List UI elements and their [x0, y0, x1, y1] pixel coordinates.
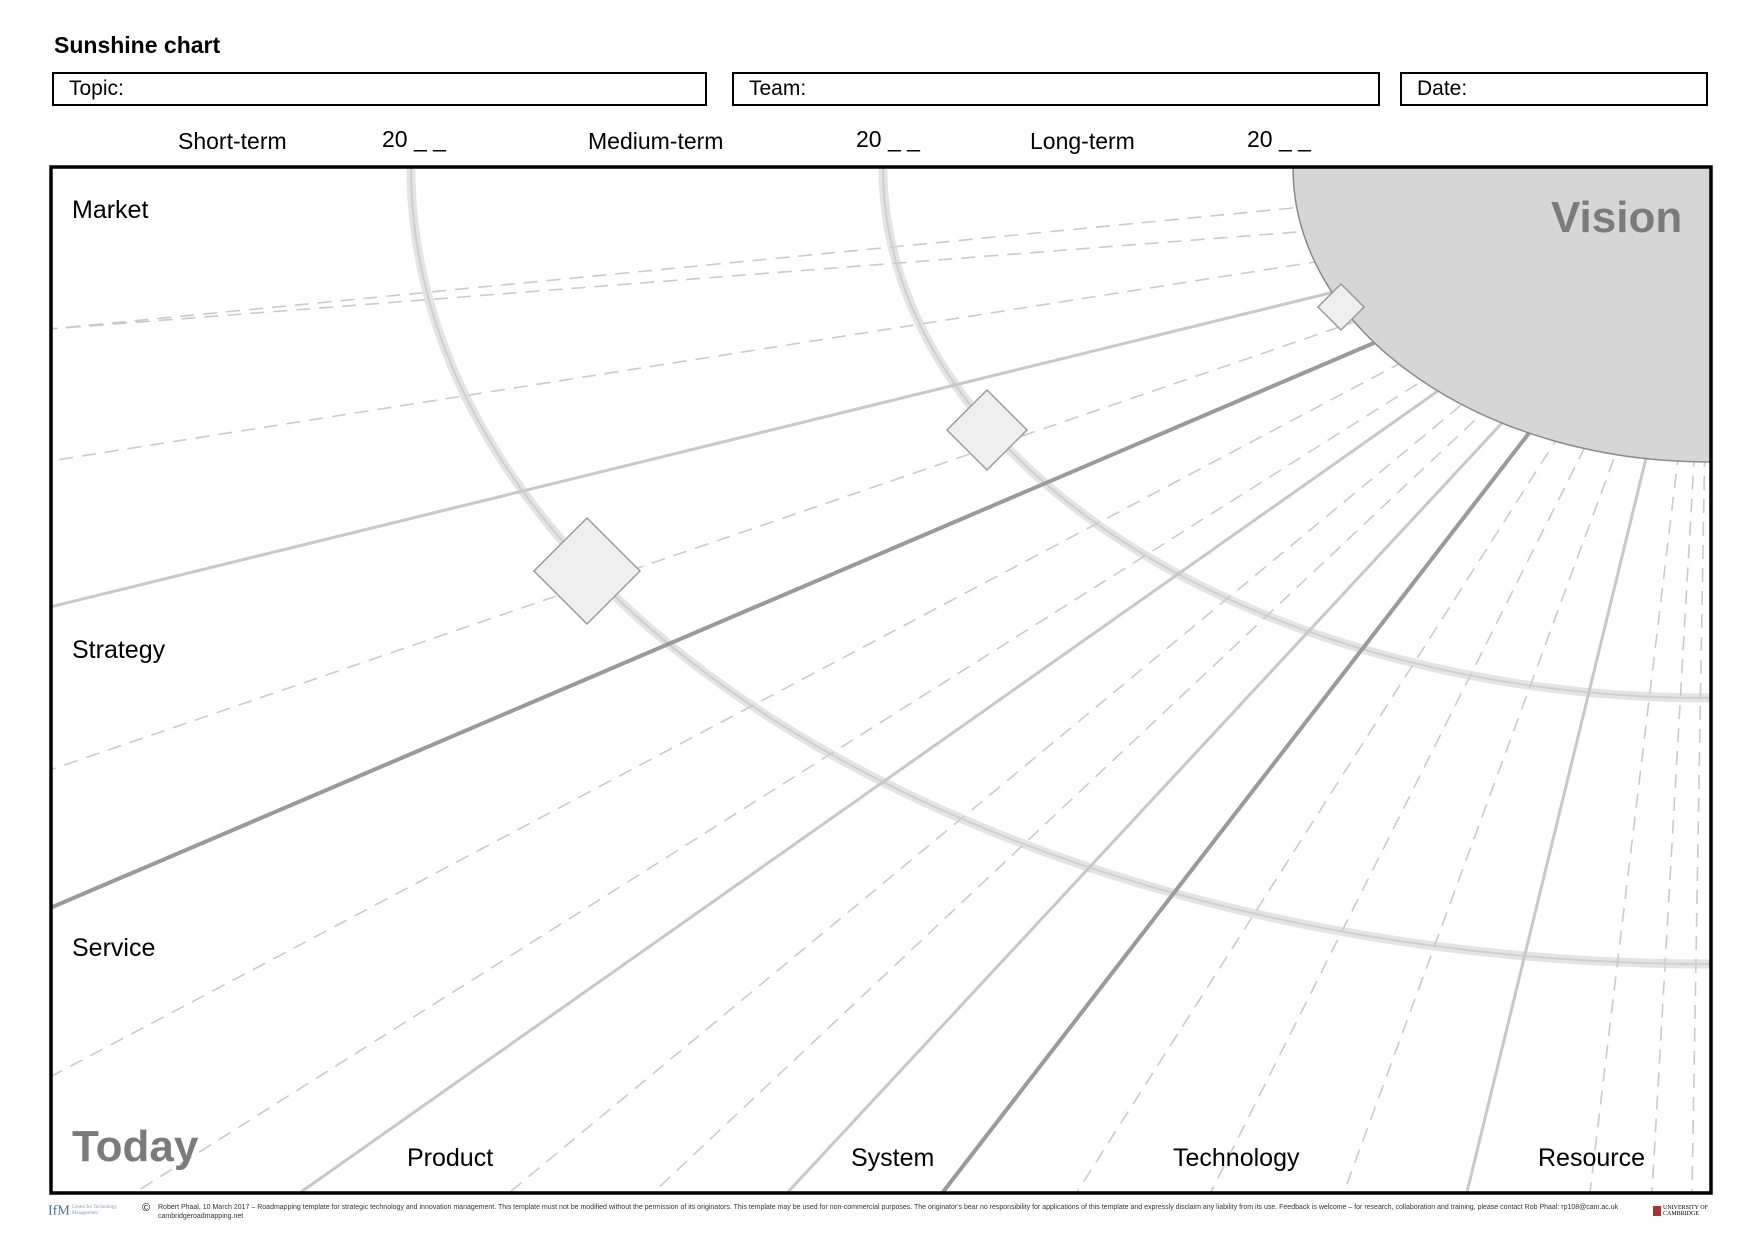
layer-system: System: [851, 1144, 935, 1172]
team-field[interactable]: Team:: [732, 72, 1380, 106]
short-term-arc: [406, 168, 1710, 969]
long-term-year[interactable]: 20 _ _: [1247, 126, 1311, 152]
dashed-ray: [52, 199, 1710, 771]
milestone-diamond: [945, 388, 1029, 472]
vision-area: [1292, 168, 1710, 463]
footer-text: Robert Phaal, 10 March 2017 – Roadmappin…: [158, 1204, 1619, 1220]
page-title: Sunshine chart: [54, 32, 221, 58]
medium-term-label: Medium-term: [588, 128, 724, 154]
short-term-label: Short-term: [178, 128, 287, 154]
topic-field[interactable]: Topic:: [52, 72, 707, 106]
vision-label: Vision: [1551, 193, 1683, 242]
date-field[interactable]: Date:: [1400, 72, 1708, 106]
long-term-label: Long-term: [1030, 128, 1135, 154]
short-term-year[interactable]: 20 _ _: [382, 126, 446, 152]
medium-term-arc-line: [882, 168, 1710, 699]
dashed-ray: [52, 207, 1294, 330]
medium-term-year[interactable]: 20 _ _: [856, 126, 920, 152]
layer-resource: Resource: [1538, 1144, 1645, 1172]
layer-strategy: Strategy: [72, 636, 166, 664]
milestone-diamond: [532, 516, 642, 626]
copyright-icon: ©: [142, 1202, 151, 1214]
layer-service: Service: [72, 934, 156, 962]
chart-frame: [49, 165, 1713, 1195]
layer-technology: Technology: [1173, 1144, 1300, 1172]
layer-product: Product: [407, 1144, 494, 1172]
milestone-diamond: [1316, 282, 1366, 332]
short-term-arc-line: [410, 168, 1710, 965]
dashed-ray: [1343, 199, 1710, 1192]
today-label: Today: [72, 1122, 199, 1171]
layer-market: Market: [72, 196, 149, 224]
